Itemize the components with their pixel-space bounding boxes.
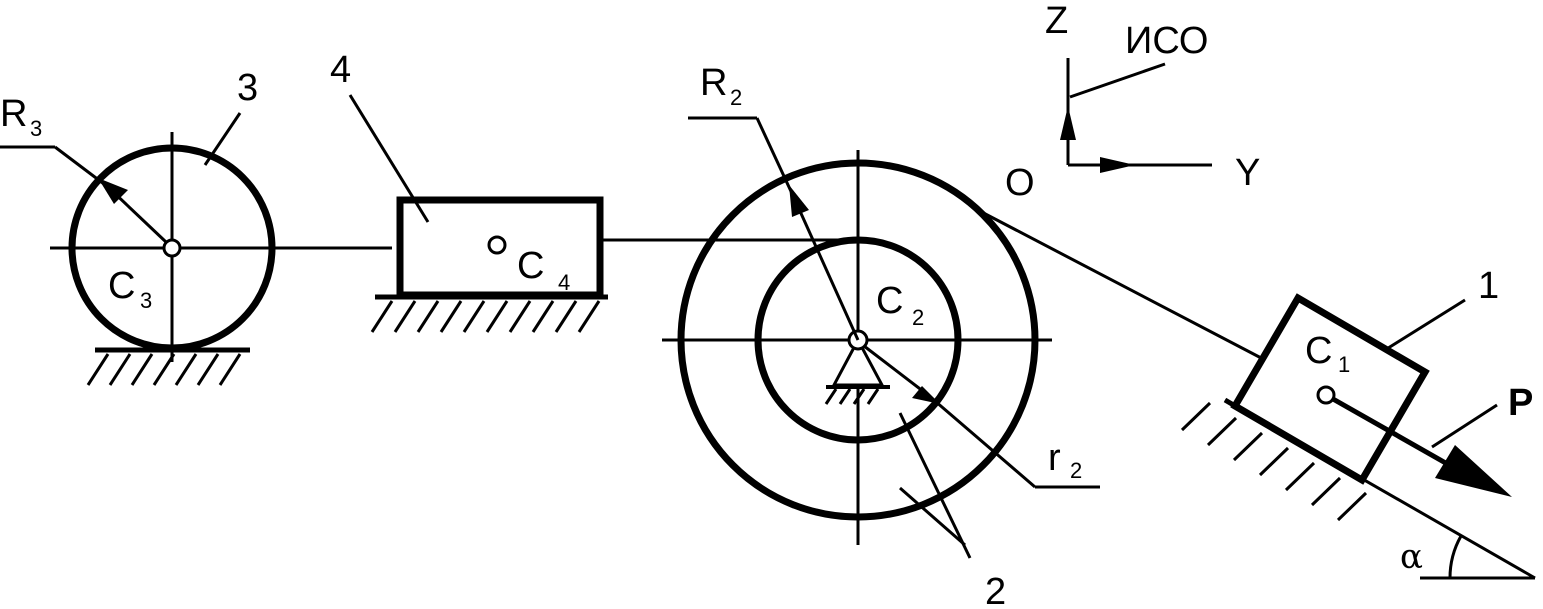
- r2-inner-leader: [927, 393, 1036, 489]
- label-c4: C: [517, 245, 544, 287]
- label-angle-alpha: α: [1400, 537, 1423, 577]
- block-4: [348, 94, 860, 333]
- label-c1: C: [1305, 330, 1332, 372]
- label-r2-inner-sub: 2: [1070, 458, 1082, 483]
- label-body-2: 2: [985, 571, 1006, 609]
- label-frame: ИСО: [1125, 20, 1208, 62]
- r2-outer-leader: [755, 117, 797, 201]
- label-c3-sub: 3: [140, 288, 152, 313]
- body-4-leader: [348, 94, 430, 223]
- ground-3-hatch: [86, 353, 242, 386]
- label-r2-outer-sub: 2: [730, 85, 742, 110]
- pulley-2: [662, 116, 1100, 559]
- pulley-2-inner-radius-line: [863, 344, 929, 397]
- body-1-leader: [1384, 298, 1466, 352]
- label-r3: R: [0, 93, 27, 135]
- wheel-3: [0, 112, 392, 386]
- label-axis-y: Y: [1235, 152, 1260, 194]
- pulley-2-outer-radius-arrowhead: [789, 185, 809, 217]
- angle-arc: [1448, 535, 1463, 579]
- incline-hatch: [1180, 401, 1368, 522]
- force-p-leader: [1431, 403, 1498, 449]
- block-1-center: [1316, 385, 1336, 405]
- z-axis-arrowhead: [1060, 106, 1076, 140]
- label-c4-sub: 4: [558, 270, 570, 295]
- label-c1-sub: 1: [1338, 352, 1350, 377]
- label-body-4: 4: [330, 49, 351, 91]
- pulley-2-support-hatch: [824, 388, 880, 405]
- frame-leader: [1069, 62, 1166, 99]
- label-origin-o: O: [1005, 162, 1035, 204]
- block-4-center: [487, 235, 507, 255]
- label-body-3: 3: [237, 67, 258, 109]
- label-r2-outer: R: [700, 62, 727, 104]
- force-p-arrowhead: [1435, 445, 1512, 497]
- label-c3: C: [108, 265, 135, 307]
- pulley-2-outer-radius-line: [793, 199, 860, 341]
- r3-leader: [54, 145, 109, 189]
- label-r2-inner: r: [1048, 437, 1061, 479]
- body-2-leader-b: [899, 486, 966, 547]
- label-c2: C: [876, 280, 903, 322]
- label-axis-z: Z: [1045, 0, 1068, 42]
- body-3-leader: [203, 112, 242, 166]
- body-2-leader-a: [898, 412, 972, 559]
- force-p-shaft: [1331, 396, 1467, 477]
- rope-2-to-1: [971, 205, 1266, 362]
- label-body-1: 1: [1478, 265, 1499, 307]
- label-c2-sub: 2: [912, 305, 924, 330]
- label-force-p: P: [1508, 382, 1533, 424]
- ground-4-hatch: [370, 300, 601, 333]
- block-1: [1230, 293, 1512, 497]
- coordinate-frame: [1060, 58, 1212, 173]
- label-r3-sub: 3: [30, 116, 42, 141]
- wheel-3-center: [162, 238, 182, 258]
- y-axis-arrowhead: [1100, 157, 1135, 173]
